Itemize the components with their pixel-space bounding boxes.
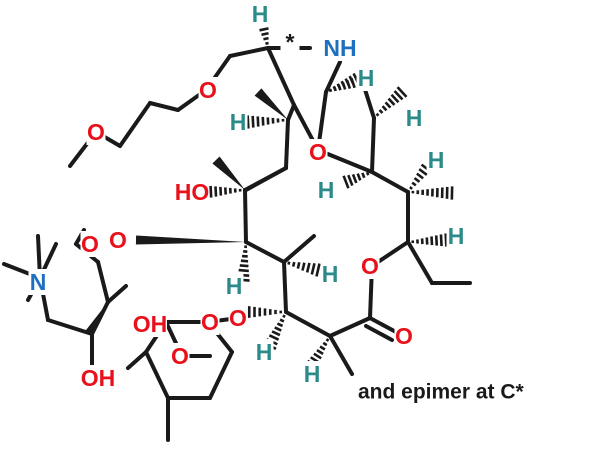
label-backdrop — [228, 109, 248, 135]
o-label-15: O — [309, 139, 327, 165]
label-backdrop — [250, 1, 270, 27]
ho-label-24: HO — [175, 179, 210, 205]
o-label-14: O — [87, 119, 105, 145]
label-backdrop — [426, 147, 446, 173]
label-backdrop — [360, 253, 380, 279]
h-label-6: H — [428, 147, 445, 173]
wedge-bond-31 — [212, 156, 245, 190]
label-backdrop — [198, 77, 218, 103]
label-backdrop — [280, 29, 300, 55]
o-label-21: O — [201, 309, 219, 335]
h-label-12: H — [304, 361, 321, 387]
hash-bond-48 — [242, 305, 283, 319]
hash-bond-37 — [411, 186, 454, 200]
label-backdrop — [81, 365, 115, 391]
n-label-23: N — [30, 269, 47, 295]
stereo-marker-label-1: * — [286, 29, 295, 55]
label-backdrop — [228, 305, 248, 331]
h-label-11: H — [256, 339, 273, 365]
h-label-5: H — [406, 105, 423, 131]
h-label-7: H — [318, 177, 335, 203]
wedge-bond-45 — [135, 235, 246, 245]
bond-9 — [266, 46, 296, 107]
wedge-bond-64 — [84, 302, 108, 337]
bond-19 — [282, 260, 288, 314]
label-backdrop — [133, 311, 167, 337]
o-label-19: O — [81, 231, 99, 257]
o-label-22: O — [171, 343, 189, 369]
bond-6 — [228, 46, 270, 58]
hash-bond-39 — [411, 233, 448, 247]
o-label-18: O — [109, 227, 127, 253]
bond-34 — [370, 116, 376, 174]
hash-bond-36 — [342, 171, 370, 189]
label-backdrop — [308, 139, 328, 165]
label-backdrop — [28, 269, 48, 295]
bond-11 — [324, 60, 342, 94]
bond-67 — [208, 350, 234, 400]
label-backdrop — [254, 339, 274, 365]
o-label-17: O — [395, 323, 413, 349]
bond-46 — [368, 316, 398, 334]
bond-62 — [106, 284, 128, 304]
hash-bond-43 — [287, 261, 321, 277]
label-backdrop — [302, 361, 322, 387]
bond-2 — [118, 101, 152, 148]
h-label-3: H — [358, 65, 375, 91]
label-backdrop — [320, 261, 340, 287]
label-backdrop — [80, 231, 100, 257]
label-backdrop — [446, 223, 466, 249]
label-backdrop — [175, 179, 209, 205]
bond-42 — [282, 234, 316, 264]
hash-bond-30 — [204, 185, 242, 199]
bond-layer — [2, 17, 472, 442]
o-label-13: O — [199, 77, 217, 103]
bond-50 — [328, 334, 354, 376]
label-backdrop — [108, 227, 128, 253]
h-label-9: H — [322, 261, 339, 287]
bond-25 — [370, 170, 410, 194]
label-backdrop — [323, 35, 357, 61]
bond-18 — [244, 240, 286, 264]
label-backdrop — [170, 343, 190, 369]
label-backdrop — [394, 323, 414, 349]
epimer-caption: and epimer at C* — [358, 381, 525, 404]
bond-29 — [244, 166, 288, 192]
bond-47 — [364, 324, 394, 342]
bond-75 — [126, 350, 148, 370]
bond-15 — [284, 118, 290, 170]
label-backdrop — [86, 119, 106, 145]
hash-bond-32 — [328, 70, 364, 92]
label-backdrop — [356, 65, 376, 91]
o-label-16: O — [361, 253, 379, 279]
o-label-20: O — [229, 305, 247, 331]
bond-53 — [96, 260, 110, 304]
bond-14 — [286, 103, 296, 122]
h-label-2: H — [252, 1, 269, 27]
label-backdrop — [224, 273, 244, 299]
h-label-10: H — [226, 273, 243, 299]
nh-label-0: NH — [323, 35, 356, 61]
label-backdrop — [200, 309, 220, 335]
bond-3 — [148, 101, 180, 112]
h-label-4: H — [230, 109, 247, 135]
wedge-bond-28 — [254, 88, 288, 120]
bond-55 — [46, 318, 94, 336]
bond-20 — [284, 310, 332, 338]
bond-40 — [406, 240, 434, 285]
label-backdrop — [404, 105, 424, 131]
oh-label-26: OH — [133, 311, 168, 337]
label-backdrop — [316, 177, 336, 203]
oh-label-25: OH — [81, 365, 116, 391]
bond-21 — [328, 316, 372, 338]
bond-69 — [144, 350, 170, 400]
hash-bond-27 — [246, 115, 285, 129]
bond-17 — [243, 188, 248, 244]
hash-bond-35 — [375, 86, 408, 117]
h-label-8: H — [448, 223, 465, 249]
